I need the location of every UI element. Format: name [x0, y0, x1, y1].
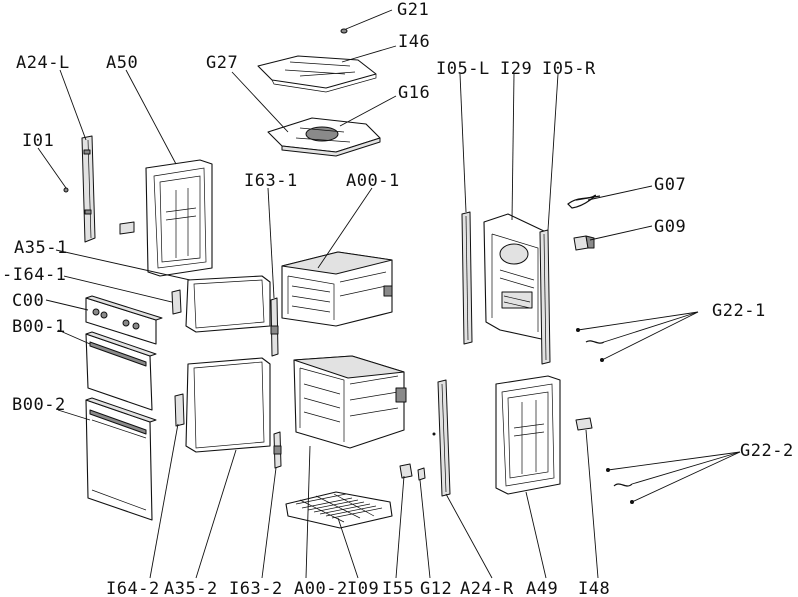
label-a24-l: A24-L — [16, 53, 70, 73]
part-i46-top-plate — [257, 55, 377, 93]
leader-lines — [37, 9, 741, 579]
label-i09: I09 — [347, 579, 379, 597]
part-i09-wire-rack — [285, 491, 393, 529]
label-c00: C00 — [12, 291, 44, 311]
label-g22-1: G22-1 — [712, 301, 766, 321]
part-g22-2-fasteners — [606, 468, 634, 504]
label-g09: G09 — [654, 217, 686, 237]
part-b00-1-upper-door — [85, 331, 157, 411]
part-a00-2-lower-cavity — [293, 355, 407, 449]
part-i63-1-hinge — [270, 297, 279, 357]
part-i55-clip — [399, 463, 413, 479]
part-a49-side-panel — [495, 375, 561, 495]
label-g07: G07 — [654, 175, 686, 195]
part-i48-bracket — [575, 417, 593, 431]
label-i05-r: I05-R — [542, 59, 596, 79]
part-b00-2-lower-door — [85, 397, 157, 521]
label-g21: G21 — [397, 0, 429, 20]
part-a00-1-upper-cavity — [281, 251, 393, 327]
label-i55: I55 — [382, 579, 414, 597]
label-i29: I29 — [500, 59, 532, 79]
label-i48: I48 — [578, 579, 610, 597]
part-i05-r-side-rail — [539, 229, 551, 365]
label-i64-2: I64-2 — [106, 579, 160, 597]
label-g27: G27 — [206, 53, 238, 73]
part-i01-pin — [63, 187, 69, 193]
label-i63-2: I63-2 — [229, 579, 283, 597]
part-c00-control-panel — [85, 295, 163, 345]
label-g16: G16 — [398, 83, 430, 103]
label-b00-1: B00-1 — [12, 317, 66, 337]
label-a35-2: A35-2 — [164, 579, 218, 597]
label-i05-l: I05-L — [436, 59, 490, 79]
label-i64-1: -I64-1 — [2, 265, 66, 285]
label-a49: A49 — [526, 579, 558, 597]
part-g09-switch — [573, 235, 595, 251]
label-i63-1: I63-1 — [244, 171, 298, 191]
part-g12-bulb — [417, 432, 436, 481]
label-a00-1: A00-1 — [346, 171, 400, 191]
label-i46: I46 — [398, 32, 430, 52]
part-g07-cable — [567, 194, 601, 209]
part-i64-2-hinge — [174, 393, 185, 427]
part-a24-l-side-trim — [81, 135, 96, 243]
label-g22-2: G22-2 — [740, 441, 794, 461]
part-a24-r-side-trim — [437, 379, 451, 497]
part-i64-1-hinge — [171, 289, 182, 315]
part-i63-2-hinge — [273, 431, 282, 469]
part-g21-screw — [340, 28, 348, 34]
label-a50: A50 — [106, 53, 138, 73]
label-g12: G12 — [420, 579, 452, 597]
label-a24-r: A24-R — [460, 579, 514, 597]
label-a35-1: A35-1 — [14, 238, 68, 258]
part-a35-2-glass-door — [185, 357, 271, 453]
part-a50-side-panel — [119, 159, 213, 277]
label-a00-2: A00-2 — [294, 579, 348, 597]
part-i29-rear-panel — [483, 213, 547, 341]
part-g16-fan-plate — [267, 117, 381, 157]
part-a35-1-glass-door — [185, 275, 271, 333]
part-i05-l-side-rail — [461, 211, 473, 345]
label-i01: I01 — [22, 131, 54, 151]
part-g22-1-fasteners — [576, 328, 605, 362]
label-b00-2: B00-2 — [12, 395, 66, 415]
